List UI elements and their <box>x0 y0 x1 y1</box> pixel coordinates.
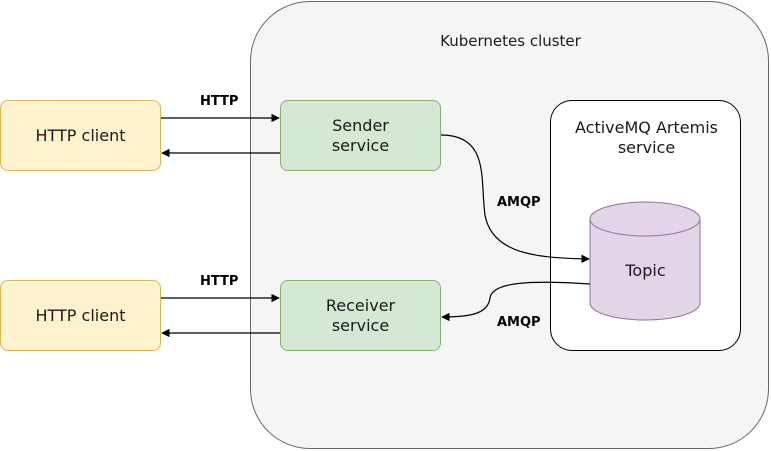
receiver-service: Receiver service <box>280 280 441 351</box>
sender-service: Sender service <box>280 100 441 171</box>
receiver-service-line2: service <box>331 315 390 335</box>
sender-service-line2: service <box>331 135 390 155</box>
receiver-service-line1: Receiver <box>325 295 396 315</box>
http-label-bottom: HTTP <box>200 274 239 289</box>
sender-service-line1: Sender <box>332 115 389 135</box>
http-client-bottom-label: HTTP client <box>35 305 126 325</box>
http-client-top-label: HTTP client <box>35 125 126 145</box>
artemis-label-line2: service <box>617 138 676 157</box>
http-label-top: HTTP <box>200 94 239 109</box>
amqp-label-receive: AMQP <box>497 315 541 330</box>
http-client-top: HTTP client <box>0 100 161 171</box>
amqp-label-send: AMQP <box>497 195 541 210</box>
cluster-label: Kubernetes cluster <box>440 32 581 50</box>
activemq-artemis-service: ActiveMQ Artemis service <box>550 100 741 351</box>
artemis-label-line1: ActiveMQ Artemis <box>575 118 718 137</box>
topic-label: Topic <box>625 261 666 280</box>
http-client-bottom: HTTP client <box>0 280 161 351</box>
